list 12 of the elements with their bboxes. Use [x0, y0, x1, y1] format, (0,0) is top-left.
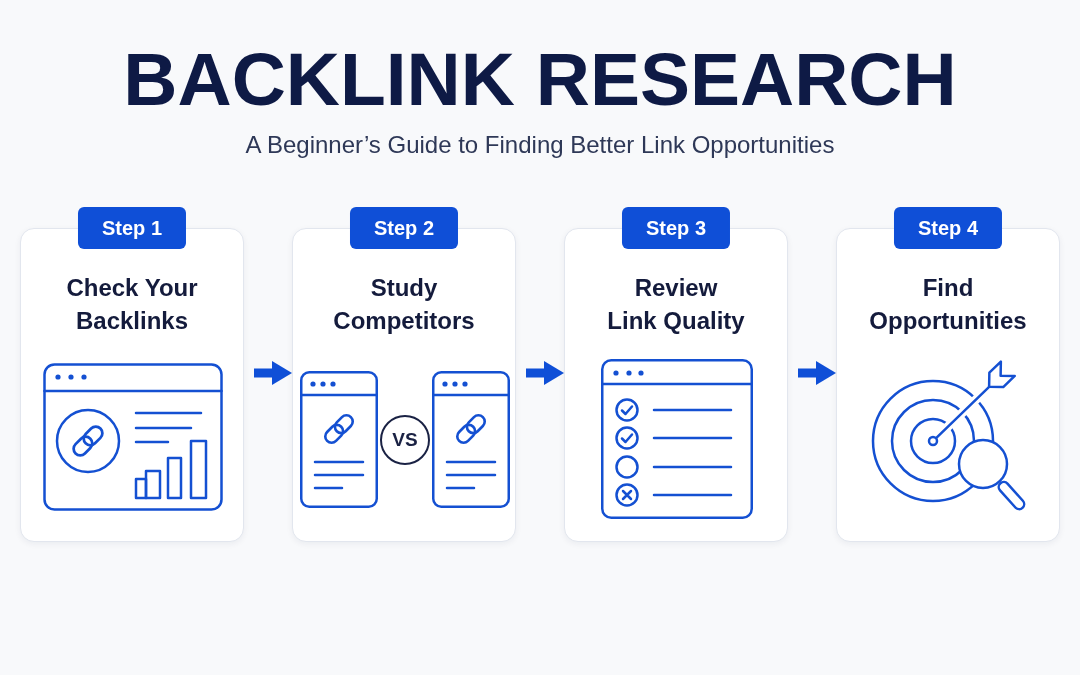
step-badge: Step 1	[78, 207, 186, 249]
step-badge: Step 3	[622, 207, 730, 249]
vs-circle	[380, 415, 430, 465]
step-badge: Step 2	[350, 207, 458, 249]
vs-text: VS	[392, 430, 418, 450]
step-badge: Step 4	[894, 207, 1002, 249]
page-title: BACKLINK RESEARCH	[123, 39, 957, 119]
subtitle: A Beginner’s Guide to Finding Better Link Opportunities	[245, 131, 835, 159]
step-title: Review Link Quality	[606, 273, 746, 336]
step-title: Find Opportunities	[868, 273, 1028, 336]
step-title: Check Your Backlinks	[65, 273, 199, 336]
step-title: Study Competitors	[332, 273, 476, 336]
